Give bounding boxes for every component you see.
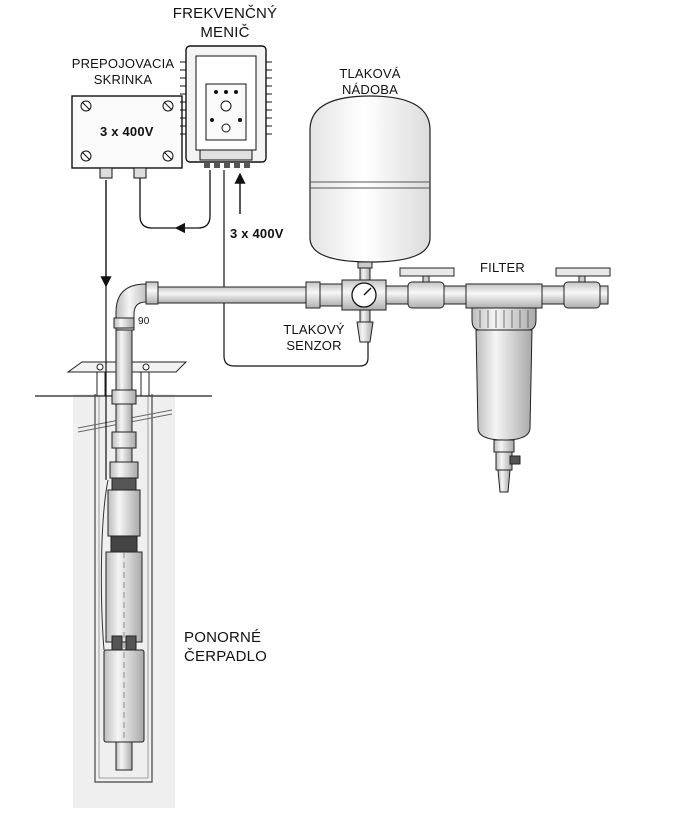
pump-label: PONORNÉ ČERPADLO <box>184 628 267 666</box>
pressure-sensor-label-line2: SENZOR <box>286 338 342 353</box>
supply-voltage-label: 3 x 400V <box>230 226 284 241</box>
junction-box-label-line1: PREPOJOVACIA <box>71 56 175 71</box>
filter-line <box>385 267 611 309</box>
pressure-tank-label-line1: TLAKOVÁ <box>339 66 401 81</box>
junction-box <box>71 95 183 179</box>
well-liner <box>94 394 153 783</box>
inverter-label: FREKVENČNÝ MENIČ <box>140 4 310 42</box>
pressure-tank-label: TLAKOVÁ NÁDOBA <box>300 66 440 98</box>
pressure-tank-label-line2: NÁDOBA <box>341 82 399 97</box>
inverter-label-line1: FREKVENČNÝ <box>172 5 278 22</box>
inverter-label-line2: MENIČ <box>200 24 250 41</box>
pressure-sensor-label-line1: TLAKOVÝ <box>283 322 345 337</box>
pressure-tank <box>309 95 431 269</box>
ball-valve-handle <box>399 267 455 277</box>
discharge-pipe <box>113 281 343 331</box>
ball-valve-handle <box>555 267 611 277</box>
frequency-inverter <box>180 45 272 168</box>
junction-box-label-line2: SKRINKA <box>93 72 153 87</box>
sensor-cable <box>223 170 369 367</box>
motor-cable <box>174 170 211 234</box>
pressure-sensor <box>356 321 374 343</box>
pressure-tee <box>341 265 387 343</box>
pump-label-line1: PONORNÉ <box>184 629 262 646</box>
filter-label: FILTER <box>480 260 526 275</box>
junction-box-label: PREPOJOVACIA SKRINKA <box>38 56 208 88</box>
motor-cable-return <box>139 178 176 229</box>
elbow-angle-label: 90 <box>138 316 150 327</box>
well-liner-inner <box>98 396 149 779</box>
water-filter <box>471 307 537 493</box>
well-cap <box>66 361 188 397</box>
submersible-pump <box>100 479 145 743</box>
pump-label-line2: ČERPADLO <box>184 648 268 665</box>
junction-box-voltage: 3 x 400V <box>100 124 154 139</box>
pressure-sensor-label: TLAKOVÝ SENZOR <box>266 322 362 354</box>
